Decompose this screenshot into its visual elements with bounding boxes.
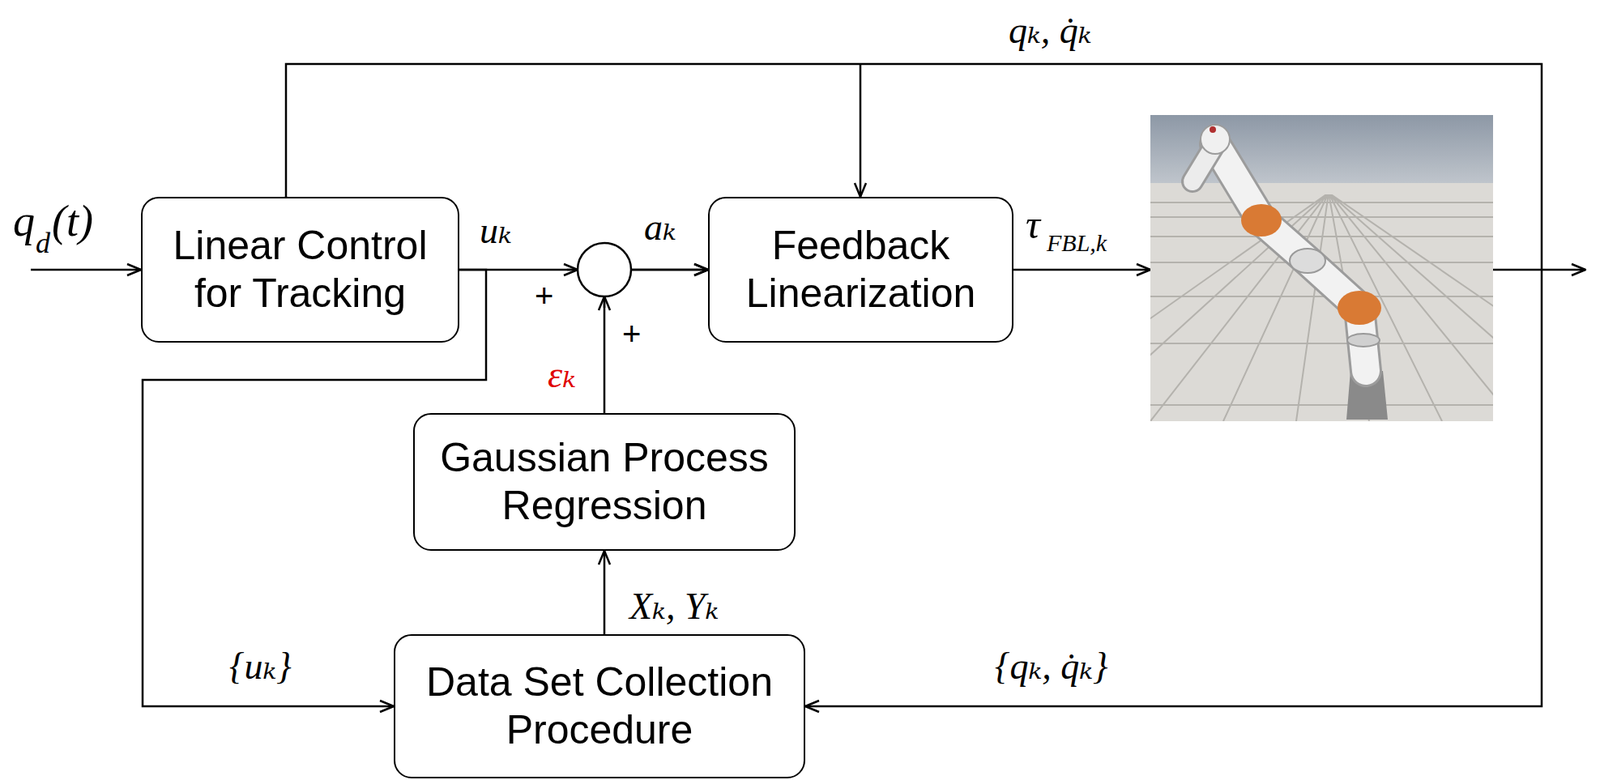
text-wrap: Data Set Collection Procedure — [395, 658, 804, 755]
process-box: Feedback Linearization — [708, 196, 1014, 343]
robot-led — [1209, 126, 1216, 133]
signal-subscript: FBL,k — [1046, 230, 1107, 256]
junction-arrow — [567, 268, 578, 272]
box-text: Linear Control for Tracking — [142, 221, 458, 318]
summing-junction — [577, 243, 632, 297]
text-wrap: Linear Control for Tracking — [142, 221, 458, 318]
process-box: Data Set Collection Procedure — [393, 634, 806, 779]
signal-label: q — [12, 199, 35, 244]
floor — [1150, 192, 1494, 422]
sky — [1150, 115, 1494, 193]
sign-label: + — [534, 279, 554, 312]
signal-label: aₖ — [644, 209, 677, 247]
robot-scene — [1150, 115, 1494, 422]
process-box: Linear Control for Tracking — [140, 196, 460, 343]
text-wrap: Gaussian Process Regression — [414, 434, 794, 530]
signal-label: qₖ, q̇ₖ — [1008, 12, 1093, 50]
junction-arrow — [603, 296, 606, 308]
floor-tiles — [1150, 202, 1494, 406]
torque-wire — [1013, 268, 1151, 272]
robot-link-outline — [1215, 144, 1366, 372]
robot-ring — [1289, 248, 1326, 274]
reference-wire — [30, 268, 141, 272]
signal-label: {qₖ, q̇ₖ} — [994, 648, 1108, 686]
output-wire — [1493, 268, 1542, 272]
sign-label: + — [622, 317, 641, 350]
robot-link — [1215, 144, 1366, 372]
signal-label: (t) — [51, 199, 94, 244]
box-text: Gaussian Process Regression — [414, 434, 794, 530]
signal-label: Xₖ, Yₖ — [629, 588, 719, 626]
robot-head — [1200, 124, 1230, 154]
box-text: Feedback Linearization — [709, 221, 1012, 318]
box-text: Data Set Collection Procedure — [395, 658, 804, 755]
signal-label: εₖ — [547, 356, 576, 394]
robot-joint — [1337, 290, 1382, 325]
signal-label: τ — [1025, 204, 1041, 245]
text-wrap: Feedback Linearization — [709, 221, 1012, 318]
floor-tiles — [1150, 192, 1494, 422]
output-arrow — [1541, 268, 1586, 272]
robot-joint — [1241, 204, 1282, 237]
signal-label: {uₖ} — [229, 648, 292, 686]
signal-label: uₖ — [479, 212, 512, 250]
robot-ring — [1347, 333, 1380, 347]
signal-connector — [603, 550, 606, 635]
feedback-wire — [285, 64, 1542, 707]
signal-subscript: d — [35, 228, 51, 258]
process-box: Gaussian Process Regression — [413, 413, 796, 551]
feedback-wire — [859, 64, 862, 197]
